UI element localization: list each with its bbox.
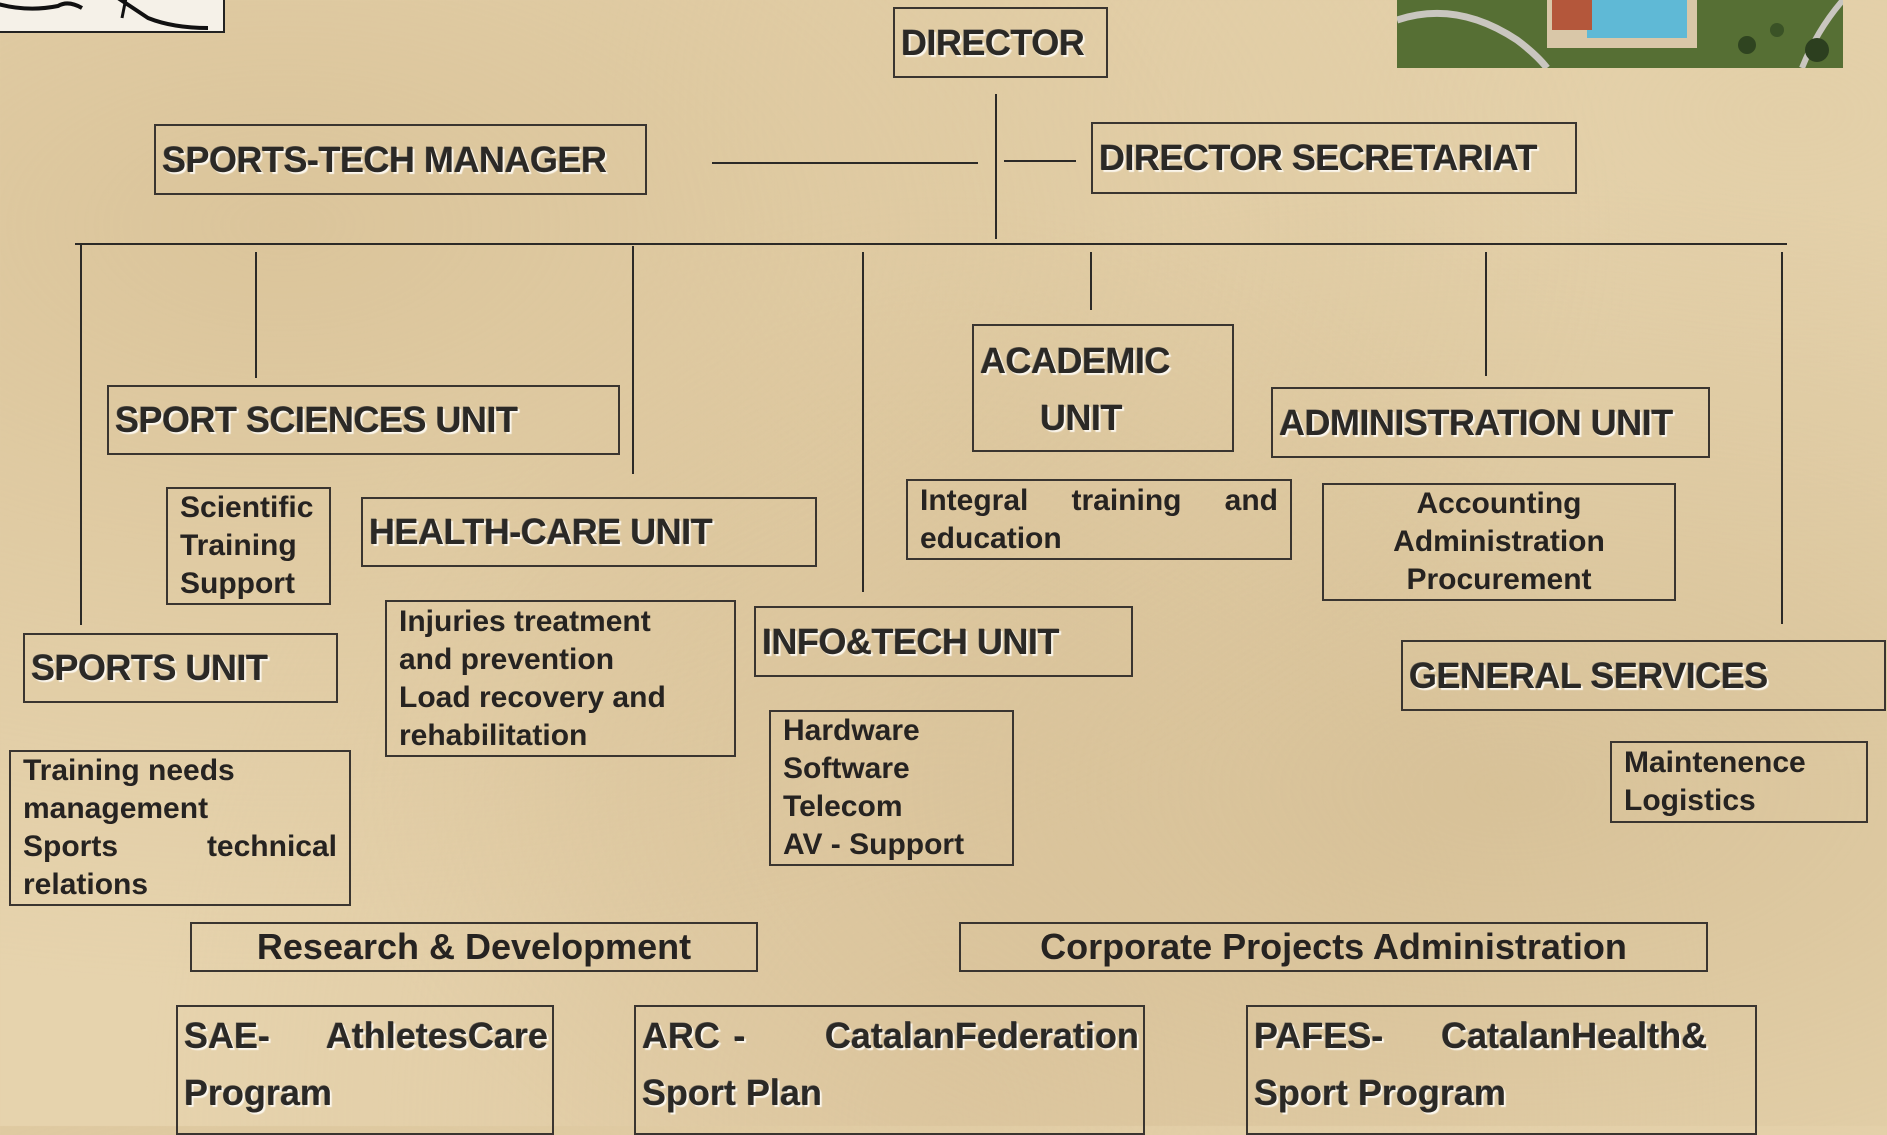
health-care-desc-line: rehabilitation (399, 718, 588, 752)
sports-tech-manager-box: SPORTS-TECH MANAGER (154, 124, 647, 195)
administration-desc-line: Procurement (1406, 563, 1592, 596)
sport-sciences-unit-label: SPORT SCIENCES UNIT (115, 399, 518, 440)
sport-sciences-desc-line: Scientific (180, 491, 314, 524)
corporate-projects-label: Corporate Projects Administration (1040, 926, 1627, 967)
sae-program-line: Program (184, 1072, 333, 1113)
connector-line (632, 246, 634, 474)
connector-line (712, 162, 978, 164)
info-tech-desc-line: AV - Support (783, 828, 965, 861)
sports-desc-line: management (23, 792, 209, 825)
info-tech-unit-box: INFO&TECH UNIT (754, 606, 1133, 677)
research-development-box: Research & Development (190, 922, 758, 972)
info-tech-unit-label: INFO&TECH UNIT (762, 620, 1059, 662)
connector-line (80, 245, 82, 625)
health-care-desc-line: Load recovery and (399, 680, 666, 714)
administration-unit-label: ADMINISTRATION UNIT (1279, 401, 1673, 443)
general-services-box: GENERAL SERVICES (1401, 640, 1886, 711)
director-box: DIRECTOR (893, 7, 1108, 78)
logo-image (0, 0, 225, 33)
health-care-unit-label: HEALTH-CARE UNIT (369, 511, 713, 552)
sports-desc-line: Training needs (23, 754, 235, 787)
arc-program-line: Sport Plan (642, 1072, 823, 1113)
connector-line (1090, 252, 1092, 310)
general-services-desc-box: Maintenence Logistics (1610, 741, 1868, 823)
connector-line (862, 252, 864, 592)
general-services-label: GENERAL SERVICES (1409, 654, 1768, 696)
administration-desc-line: Administration (1393, 525, 1605, 558)
research-development-label: Research & Development (256, 926, 692, 967)
academic-unit-label: ACADEMIC (980, 340, 1171, 381)
director-label: DIRECTOR (901, 21, 1085, 63)
academic-unit-label: UNIT (1040, 397, 1123, 438)
connector-line (1004, 160, 1076, 162)
info-tech-desc-line: Software (783, 752, 910, 785)
connector-line (995, 94, 997, 239)
info-tech-desc-line: Telecom (783, 790, 903, 823)
administration-unit-box: ADMINISTRATION UNIT (1271, 387, 1710, 458)
connector-line (1485, 252, 1487, 376)
corporate-projects-box: Corporate Projects Administration (959, 922, 1708, 972)
info-tech-desc-box: Hardware Software Telecom AV - Support (769, 710, 1014, 866)
general-services-desc-line: Logistics (1624, 784, 1756, 817)
sports-unit-label: SPORTS UNIT (31, 647, 268, 688)
aerial-photo-image (1397, 0, 1843, 68)
connector-line (1781, 252, 1783, 624)
sports-tech-manager-label: SPORTS-TECH MANAGER (162, 138, 607, 180)
sport-sciences-desc-line: Training (180, 529, 297, 562)
health-care-desc-line: Injuries treatment (399, 604, 651, 638)
administration-desc-line: Accounting (1416, 487, 1582, 520)
academic-unit-box: ACADEMIC UNIT (972, 324, 1234, 452)
general-services-desc-line: Maintenence (1624, 746, 1806, 779)
connector-line (75, 243, 1787, 245)
sport-sciences-desc-line: Support (180, 567, 295, 600)
sport-sciences-desc-box: Scientific Training Support (166, 487, 331, 605)
administration-desc-box: Accounting Administration Procurement (1322, 483, 1676, 601)
sports-unit-box: SPORTS UNIT (23, 633, 338, 703)
sports-desc-line: relations (23, 868, 149, 901)
health-care-unit-box: HEALTH-CARE UNIT (361, 497, 817, 567)
director-secretariat-box: DIRECTOR SECRETARIAT (1091, 122, 1577, 194)
health-care-desc-box: Injuries treatment and prevention Load r… (385, 600, 736, 757)
connector-line (255, 252, 257, 378)
academic-desc-line: education (920, 521, 1062, 555)
sport-sciences-unit-box: SPORT SCIENCES UNIT (107, 385, 620, 455)
info-tech-desc-line: Hardware (783, 714, 920, 747)
pafes-program-line: Sport Program (1254, 1072, 1507, 1113)
director-secretariat-label: DIRECTOR SECRETARIAT (1099, 137, 1538, 178)
health-care-desc-line: and prevention (399, 642, 615, 676)
